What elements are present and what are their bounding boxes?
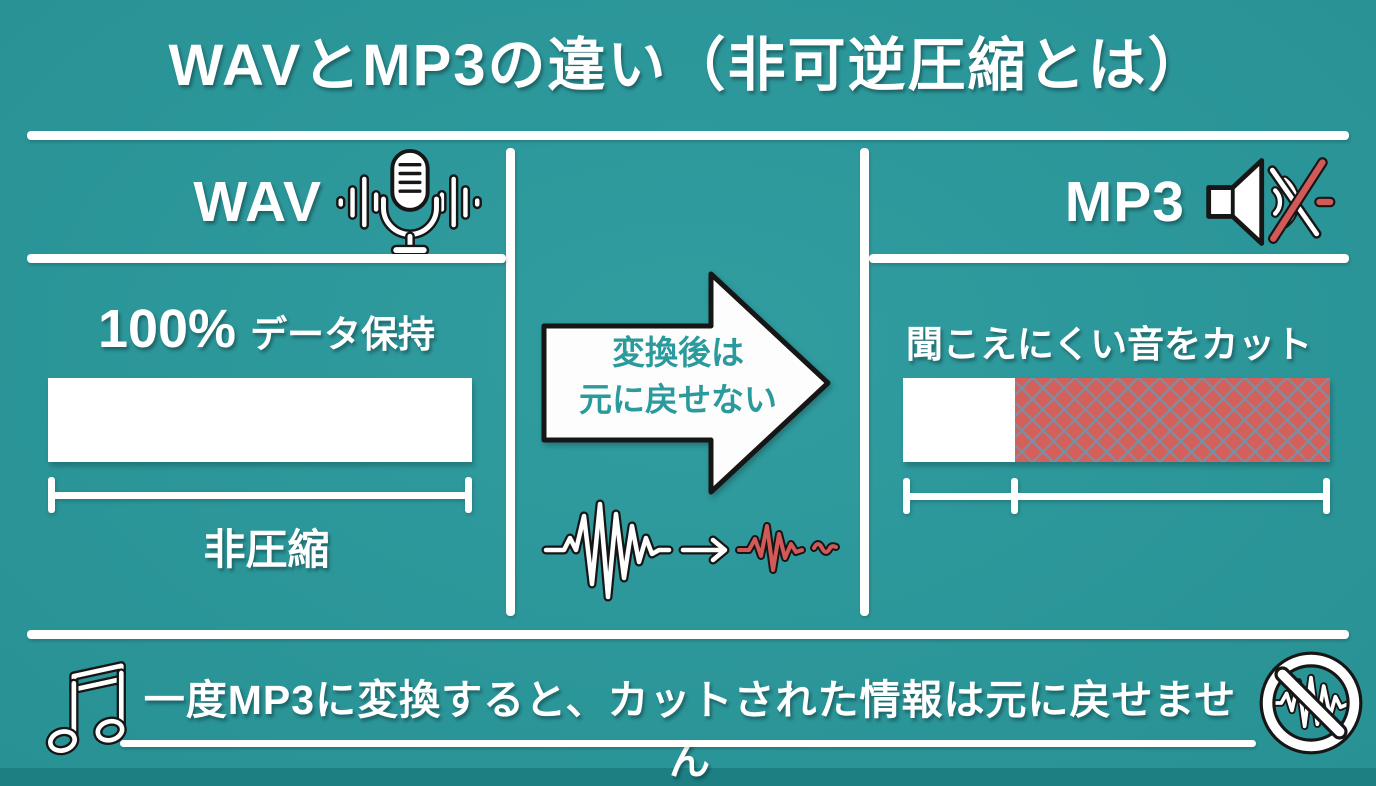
divider-under-wav-header (27, 254, 506, 263)
mp3-header: MP3 (869, 150, 1349, 254)
wav-bar-caption: 非圧縮 (203, 526, 330, 573)
mp3-data-bar (903, 378, 1330, 462)
divider-left-column (506, 148, 515, 616)
wav-data-bar (48, 378, 472, 462)
mp3-measure-tick-right (1323, 478, 1330, 514)
footer-note: 一度MP3に変換すると、カットされた情報は元に戻せません (143, 677, 1237, 783)
arrow-text-line1: 変換後は (612, 334, 744, 371)
divider-under-footer-note (120, 740, 1256, 747)
wav-retention-value: 100% (97, 299, 237, 359)
banned-waveform-icon (1259, 651, 1363, 755)
mp3-measure-tick-left (903, 478, 910, 514)
mp3-measure-tick-middle (1010, 478, 1018, 514)
conversion-arrow (541, 271, 831, 495)
page-title: WAVとMP3の違い（非可逆圧縮とは） (168, 33, 1208, 98)
wav-measure-line (48, 492, 472, 499)
wav-measure-bracket (48, 477, 472, 513)
divider-right-column (860, 148, 869, 616)
wav-retention-label: データ保持 (250, 314, 436, 355)
arrow-text-line2: 元に戻せない (579, 380, 777, 418)
wav-measure-tick-right (465, 477, 472, 513)
music-notes-icon (45, 661, 127, 756)
mp3-label: MP3 (1064, 170, 1185, 234)
mp3-headline: 聞こえにくい音をカット (905, 324, 1313, 365)
wav-label: WAV (193, 170, 322, 234)
microphone-soundwaves-icon (336, 148, 482, 256)
waveform-reduction-icon (541, 499, 840, 602)
wav-kept-segment (48, 378, 472, 462)
divider-above-footer (27, 630, 1349, 639)
mp3-kept-segment (903, 378, 1015, 462)
mp3-measure-line (903, 493, 1330, 500)
muted-speaker-icon (1206, 157, 1336, 246)
divider-under-title (27, 131, 1349, 140)
wav-header: WAV (27, 148, 506, 256)
mp3-measure-bracket (903, 478, 1330, 514)
divider-under-mp3-header (869, 254, 1349, 263)
conversion-arrow-text: 変換後は 元に戻せない (552, 330, 804, 424)
wav-measure-tick-left (48, 477, 55, 513)
wav-headline: 100% データ保持 (27, 298, 506, 360)
